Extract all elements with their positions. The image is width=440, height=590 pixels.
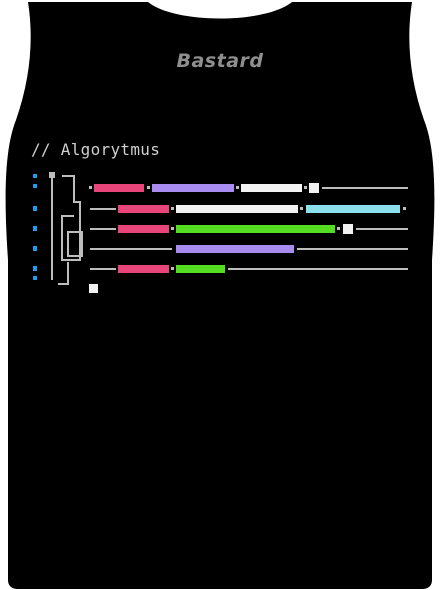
- row-2-cyan-bar: [306, 205, 400, 213]
- row-3-dot: [171, 227, 174, 230]
- row-2: [90, 205, 406, 213]
- row-1-dot-3: [236, 186, 239, 189]
- row-3-square: [343, 224, 353, 234]
- bullet-5b: [33, 276, 37, 280]
- row-3: [90, 224, 408, 234]
- bracket-cap: [49, 172, 55, 178]
- row-2-dot: [171, 207, 174, 210]
- tank-top-body: [5, 2, 435, 589]
- bracket-box: [67, 231, 83, 257]
- row-5-green-bar: [176, 265, 225, 273]
- row-2-pink-bar: [118, 205, 169, 213]
- row-5-dot: [171, 267, 174, 270]
- row-3-dot-2: [337, 227, 340, 230]
- print-headline: // Algorytmus: [31, 140, 161, 159]
- bullet-1b: [33, 184, 37, 188]
- flow-bracket: [51, 175, 83, 285]
- cursor-block: [89, 284, 98, 293]
- row-1-purple-bar: [152, 184, 234, 192]
- brand-logo: Bastard: [176, 50, 264, 72]
- row-3-green-bar: [176, 225, 335, 233]
- row-4: [90, 245, 408, 253]
- bullet-column: [33, 174, 37, 280]
- row-1-white-bar: [241, 184, 302, 192]
- row-1-dot-2: [147, 186, 150, 189]
- row-1: [89, 183, 408, 193]
- row-1-square: [309, 183, 319, 193]
- row-2-dot-2: [300, 207, 303, 210]
- row-1-dot: [89, 186, 92, 189]
- bullet-2: [33, 206, 37, 211]
- bracket-loop: [61, 175, 81, 261]
- bullet-1: [33, 174, 37, 178]
- bracket-tail: [58, 262, 69, 285]
- bullet-4: [33, 246, 37, 251]
- row-1-dot-4: [304, 186, 307, 189]
- bullet-3: [33, 226, 37, 231]
- row-4-purple-bar: [176, 245, 294, 253]
- bullet-5: [33, 266, 37, 271]
- row-5-pink-bar: [118, 265, 169, 273]
- row-2-white-bar: [176, 205, 298, 213]
- row-1-pink-bar: [94, 184, 144, 192]
- row-5: [90, 265, 408, 273]
- row-3-pink-bar: [118, 225, 169, 233]
- row-2-dot-3: [403, 207, 406, 210]
